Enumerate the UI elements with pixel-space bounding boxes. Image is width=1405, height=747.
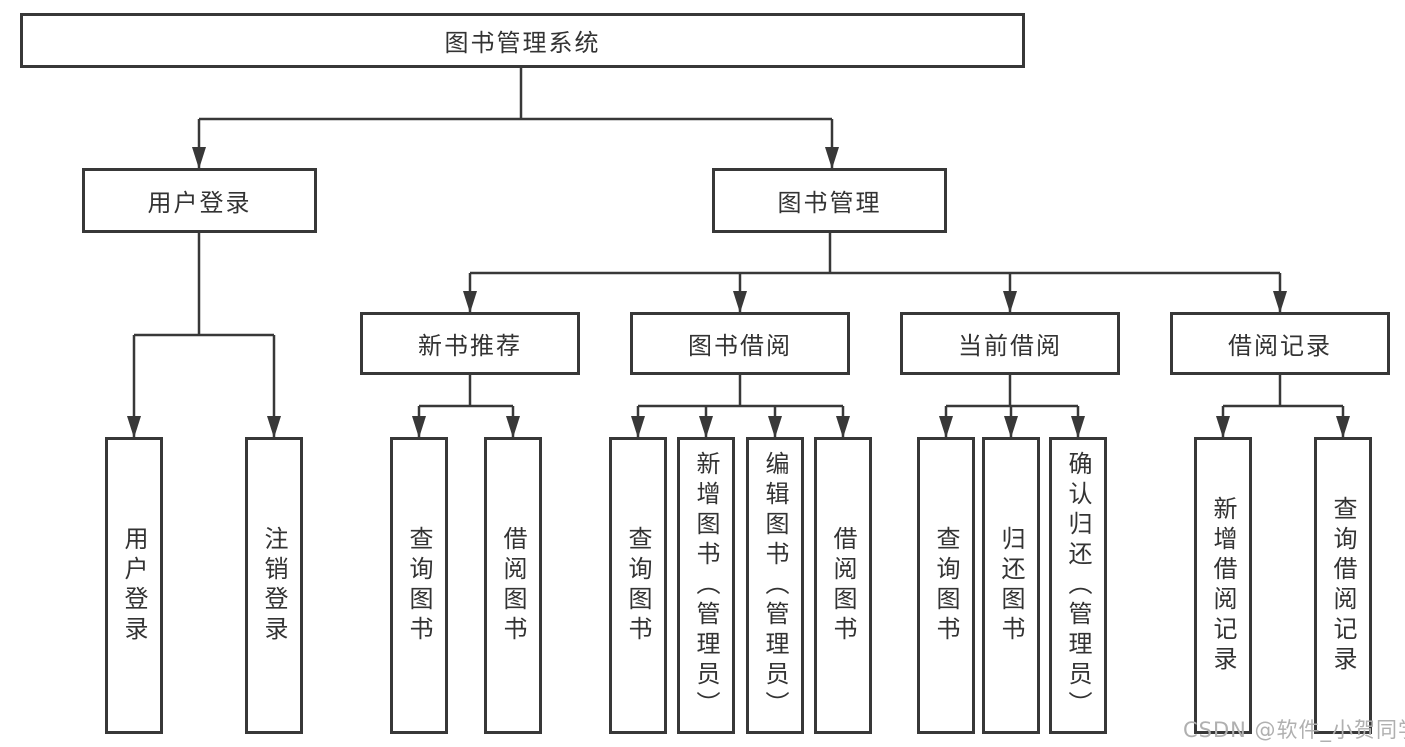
leaf-logout: 注销登录 [245,437,303,734]
leaf-cb-confirm-return-admin: 确认归还（管理员） [1049,437,1107,734]
watermark: CSDN @软件_小贺同学 [1183,718,1405,742]
node-current-borrow-label: 当前借阅 [958,332,1062,360]
leaf-cb-return-books: 归还图书 [982,437,1040,734]
leaf-bb-add-books-admin: 新增图书（管理员） [677,437,735,734]
node-user-login-label: 用户登录 [147,189,252,217]
node-book-borrow-label: 图书借阅 [688,332,792,360]
node-new-book-recommend: 新书推荐 [360,312,580,375]
node-root: 图书管理系统 [20,13,1025,68]
node-new-book-recommend-label: 新书推荐 [418,332,522,360]
node-book-management: 图书管理 [712,168,947,233]
leaf-bb-edit-books-admin: 编辑图书（管理员） [746,437,804,734]
leaf-bb-borrow-books: 借阅图书 [814,437,872,734]
node-root-label: 图书管理系统 [444,29,601,57]
leaf-br-add-record: 新增借阅记录 [1194,437,1252,734]
node-book-borrow: 图书借阅 [630,312,850,375]
node-current-borrow: 当前借阅 [900,312,1120,375]
leaf-bb-query-books: 查询图书 [609,437,667,734]
node-borrow-records: 借阅记录 [1170,312,1390,375]
leaf-br-query-record: 查询借阅记录 [1314,437,1372,734]
leaf-nb-borrow-books: 借阅图书 [484,437,542,734]
leaf-user-login: 用户登录 [105,437,163,734]
node-user-login: 用户登录 [82,168,317,233]
leaf-cb-query-books: 查询图书 [917,437,975,734]
leaf-nb-query-books: 查询图书 [390,437,448,734]
node-borrow-records-label: 借阅记录 [1228,332,1332,360]
node-book-management-label: 图书管理 [777,189,882,217]
